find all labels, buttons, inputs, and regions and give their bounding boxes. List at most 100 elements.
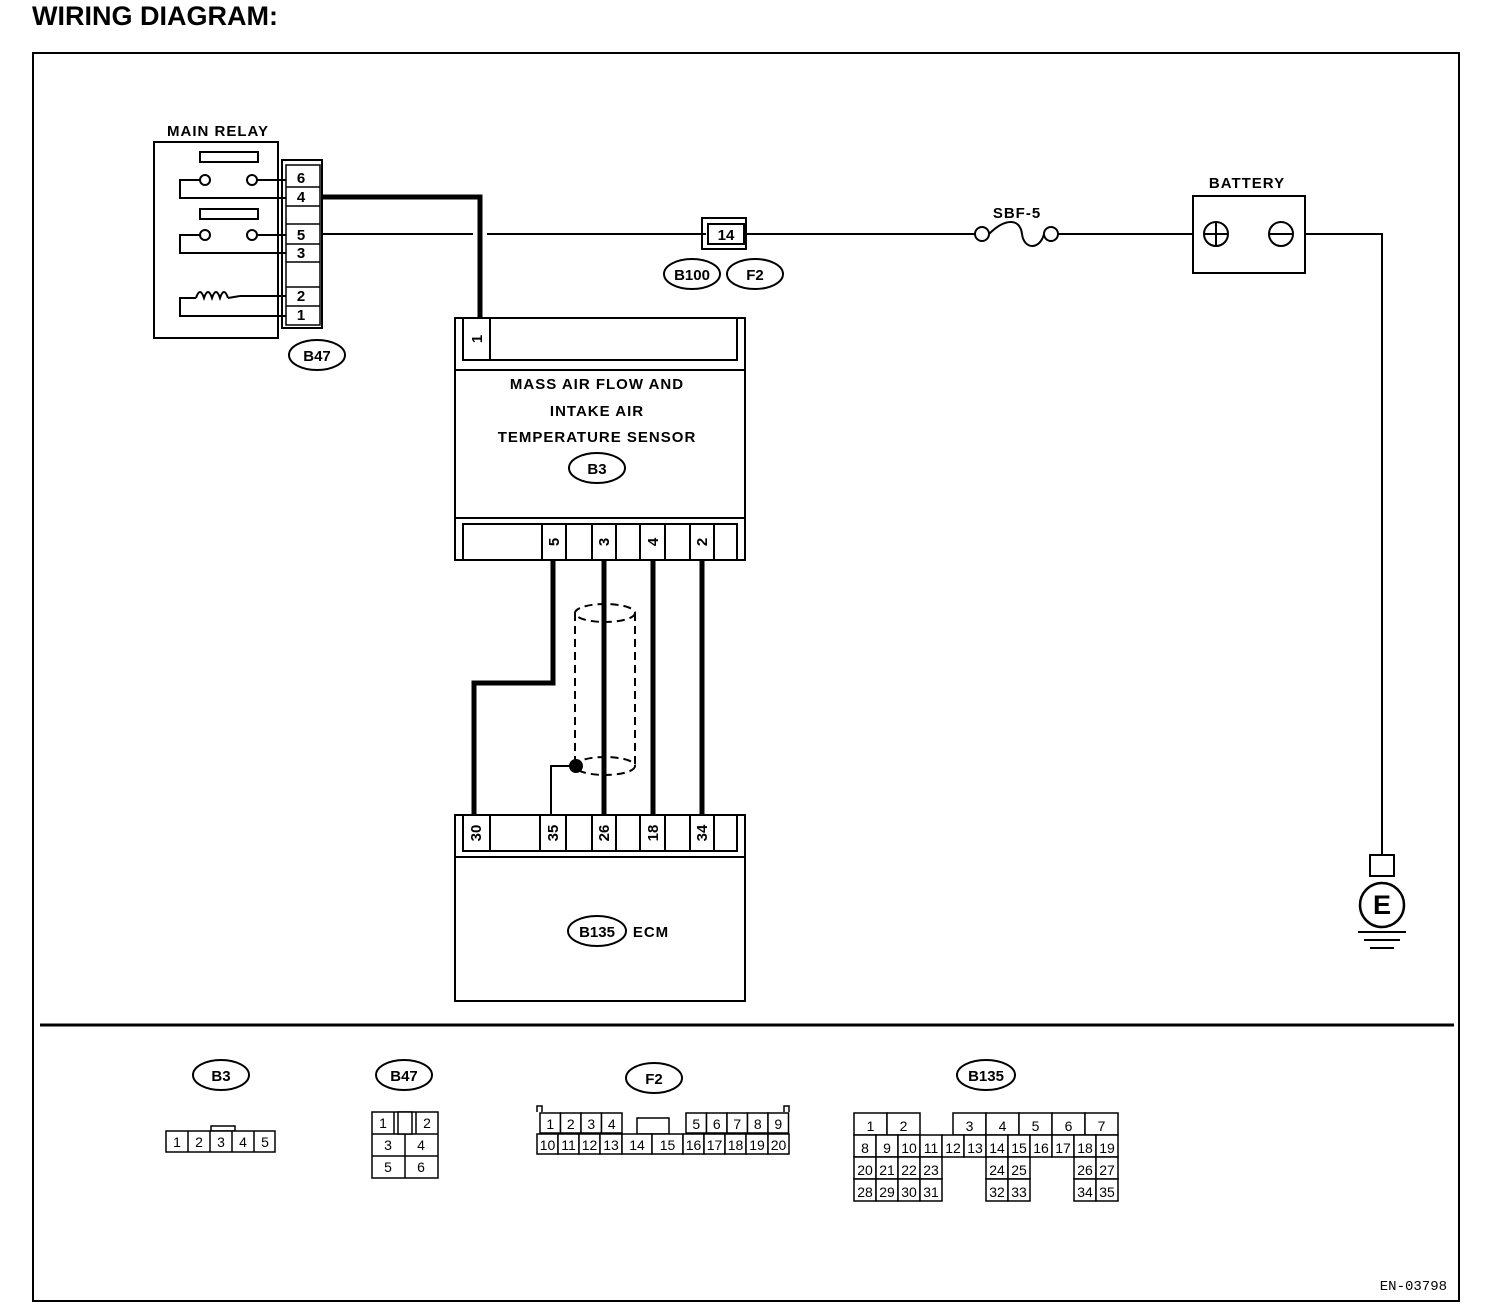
b47-view-pin: 6 (417, 1159, 425, 1175)
f2-pin: 6 (713, 1116, 721, 1132)
b47-view-pin: 3 (384, 1137, 392, 1153)
b135-connector-tag: B135 (579, 924, 615, 941)
b135-pin: 5 (1032, 1118, 1040, 1134)
b135-pin: 9 (883, 1140, 891, 1156)
f2-pin: 4 (608, 1116, 616, 1132)
b135-pin: 33 (1011, 1184, 1027, 1200)
b135-pin: 17 (1055, 1140, 1071, 1156)
b135-pin: 1 (867, 1118, 875, 1134)
joint-pin-14: 14 (718, 227, 735, 244)
wires (322, 194, 1383, 855)
battery: BATTERY (1192, 175, 1306, 274)
b135-pin: 12 (945, 1140, 961, 1156)
b135-pin: 10 (901, 1140, 917, 1156)
b135-pin: 26 (1077, 1162, 1093, 1178)
b47-view-pin: 4 (417, 1137, 425, 1153)
b3-view-cells: 1 2 3 4 5 (165, 1130, 276, 1153)
maf-label-line-1: MASS AIR FLOW AND (510, 376, 684, 393)
fuse-sbf5: SBF-5 (974, 205, 1059, 247)
f2-pin: 10 (540, 1137, 556, 1153)
b135-pin: 4 (999, 1118, 1007, 1134)
f2-pin: 14 (629, 1137, 645, 1153)
shield-ground-dot (569, 759, 583, 773)
relay-pin-1: 1 (297, 307, 305, 324)
b3-view-pin: 1 (173, 1134, 181, 1150)
f2-view-tag: F2 (645, 1071, 663, 1088)
maf-sensor: 1 MASS AIR FLOW AND INTAKE AIR TEMPERATU… (454, 317, 746, 561)
relay-pin-5: 5 (297, 227, 305, 244)
b135-pin: 28 (857, 1184, 873, 1200)
b135-pin: 16 (1033, 1140, 1049, 1156)
f2-pin: 9 (774, 1116, 782, 1132)
b3-view-pin: 3 (217, 1134, 225, 1150)
b3-view-pin: 5 (261, 1134, 269, 1150)
f2-pin: 2 (567, 1116, 575, 1132)
joint-connector: 14 B100 F2 (663, 217, 784, 290)
maf-pin-5: 5 (546, 538, 563, 546)
b3-connector-tag: B3 (587, 461, 606, 478)
f2-pin: 8 (754, 1116, 762, 1132)
maf-label-line-3: TEMPERATURE SENSOR (498, 429, 697, 446)
main-relay-label: MAIN RELAY (167, 123, 269, 140)
f2-pin: 12 (582, 1137, 598, 1153)
ground-symbol: E (1358, 854, 1406, 949)
b135-pin: 6 (1065, 1118, 1073, 1134)
b135-pin: 34 (1077, 1184, 1093, 1200)
f2-pin: 15 (660, 1137, 676, 1153)
f2-connector-tag: F2 (746, 267, 764, 284)
maf-pin-2: 2 (694, 538, 711, 546)
ecm-pin-30: 30 (468, 825, 485, 842)
b135-pin: 23 (923, 1162, 939, 1178)
b135-pin: 11 (924, 1140, 939, 1156)
b135-pin: 19 (1099, 1140, 1115, 1156)
diagram-frame (32, 52, 1460, 1302)
f2-pin: 16 (686, 1137, 702, 1153)
b135-pin: 3 (966, 1118, 974, 1134)
f2-pin: 1 (546, 1116, 554, 1132)
f2-pin: 5 (692, 1116, 700, 1132)
battery-label: BATTERY (1209, 175, 1285, 192)
f2-pin: 19 (749, 1137, 765, 1153)
maf-pin-3: 3 (596, 538, 613, 546)
relay-pin-3: 3 (297, 245, 305, 262)
b135-pin: 20 (857, 1162, 873, 1178)
f2-cell (767, 1133, 790, 1155)
f2-cell (767, 1112, 790, 1134)
b135-cell (919, 1178, 943, 1202)
b47-view-pin: 2 (423, 1115, 431, 1131)
fuse-label: SBF-5 (993, 205, 1041, 222)
f2-pin: 18 (728, 1137, 744, 1153)
b135-pin: 18 (1077, 1140, 1093, 1156)
b135-pin: 30 (901, 1184, 917, 1200)
ecm-pin-34: 34 (694, 824, 711, 841)
b135-pin: 7 (1098, 1118, 1106, 1134)
ecm-pin-18: 18 (645, 825, 662, 842)
b47-view-pin: 1 (379, 1115, 387, 1131)
relay-pin-6: 6 (297, 170, 305, 187)
b135-pin: 27 (1099, 1162, 1115, 1178)
f2-cell (600, 1112, 623, 1134)
b135-pin: 13 (967, 1140, 983, 1156)
b135-pin: 2 (900, 1118, 908, 1134)
b135-cell (1007, 1178, 1031, 1202)
b135-pin: 14 (989, 1140, 1005, 1156)
b135-pin: 31 (923, 1184, 939, 1200)
b135-pin: 25 (1011, 1162, 1027, 1178)
page-title: WIRING DIAGRAM: (32, 1, 278, 31)
f2-pin: 3 (587, 1116, 595, 1132)
reference-code: EN-03798 (1380, 1279, 1447, 1295)
ecm-pin-26: 26 (596, 825, 613, 842)
b135-pin: 21 (879, 1162, 895, 1178)
maf-top-pin-1: 1 (469, 335, 486, 343)
maf-pin-4: 4 (645, 537, 662, 546)
b135-cell (1095, 1178, 1119, 1202)
b135-pin: 24 (989, 1162, 1005, 1178)
b3-view-pin: 4 (239, 1134, 247, 1150)
f2-pin: 17 (707, 1137, 723, 1153)
b135-pin: 35 (1099, 1184, 1115, 1200)
f2-pin: 11 (561, 1137, 576, 1153)
